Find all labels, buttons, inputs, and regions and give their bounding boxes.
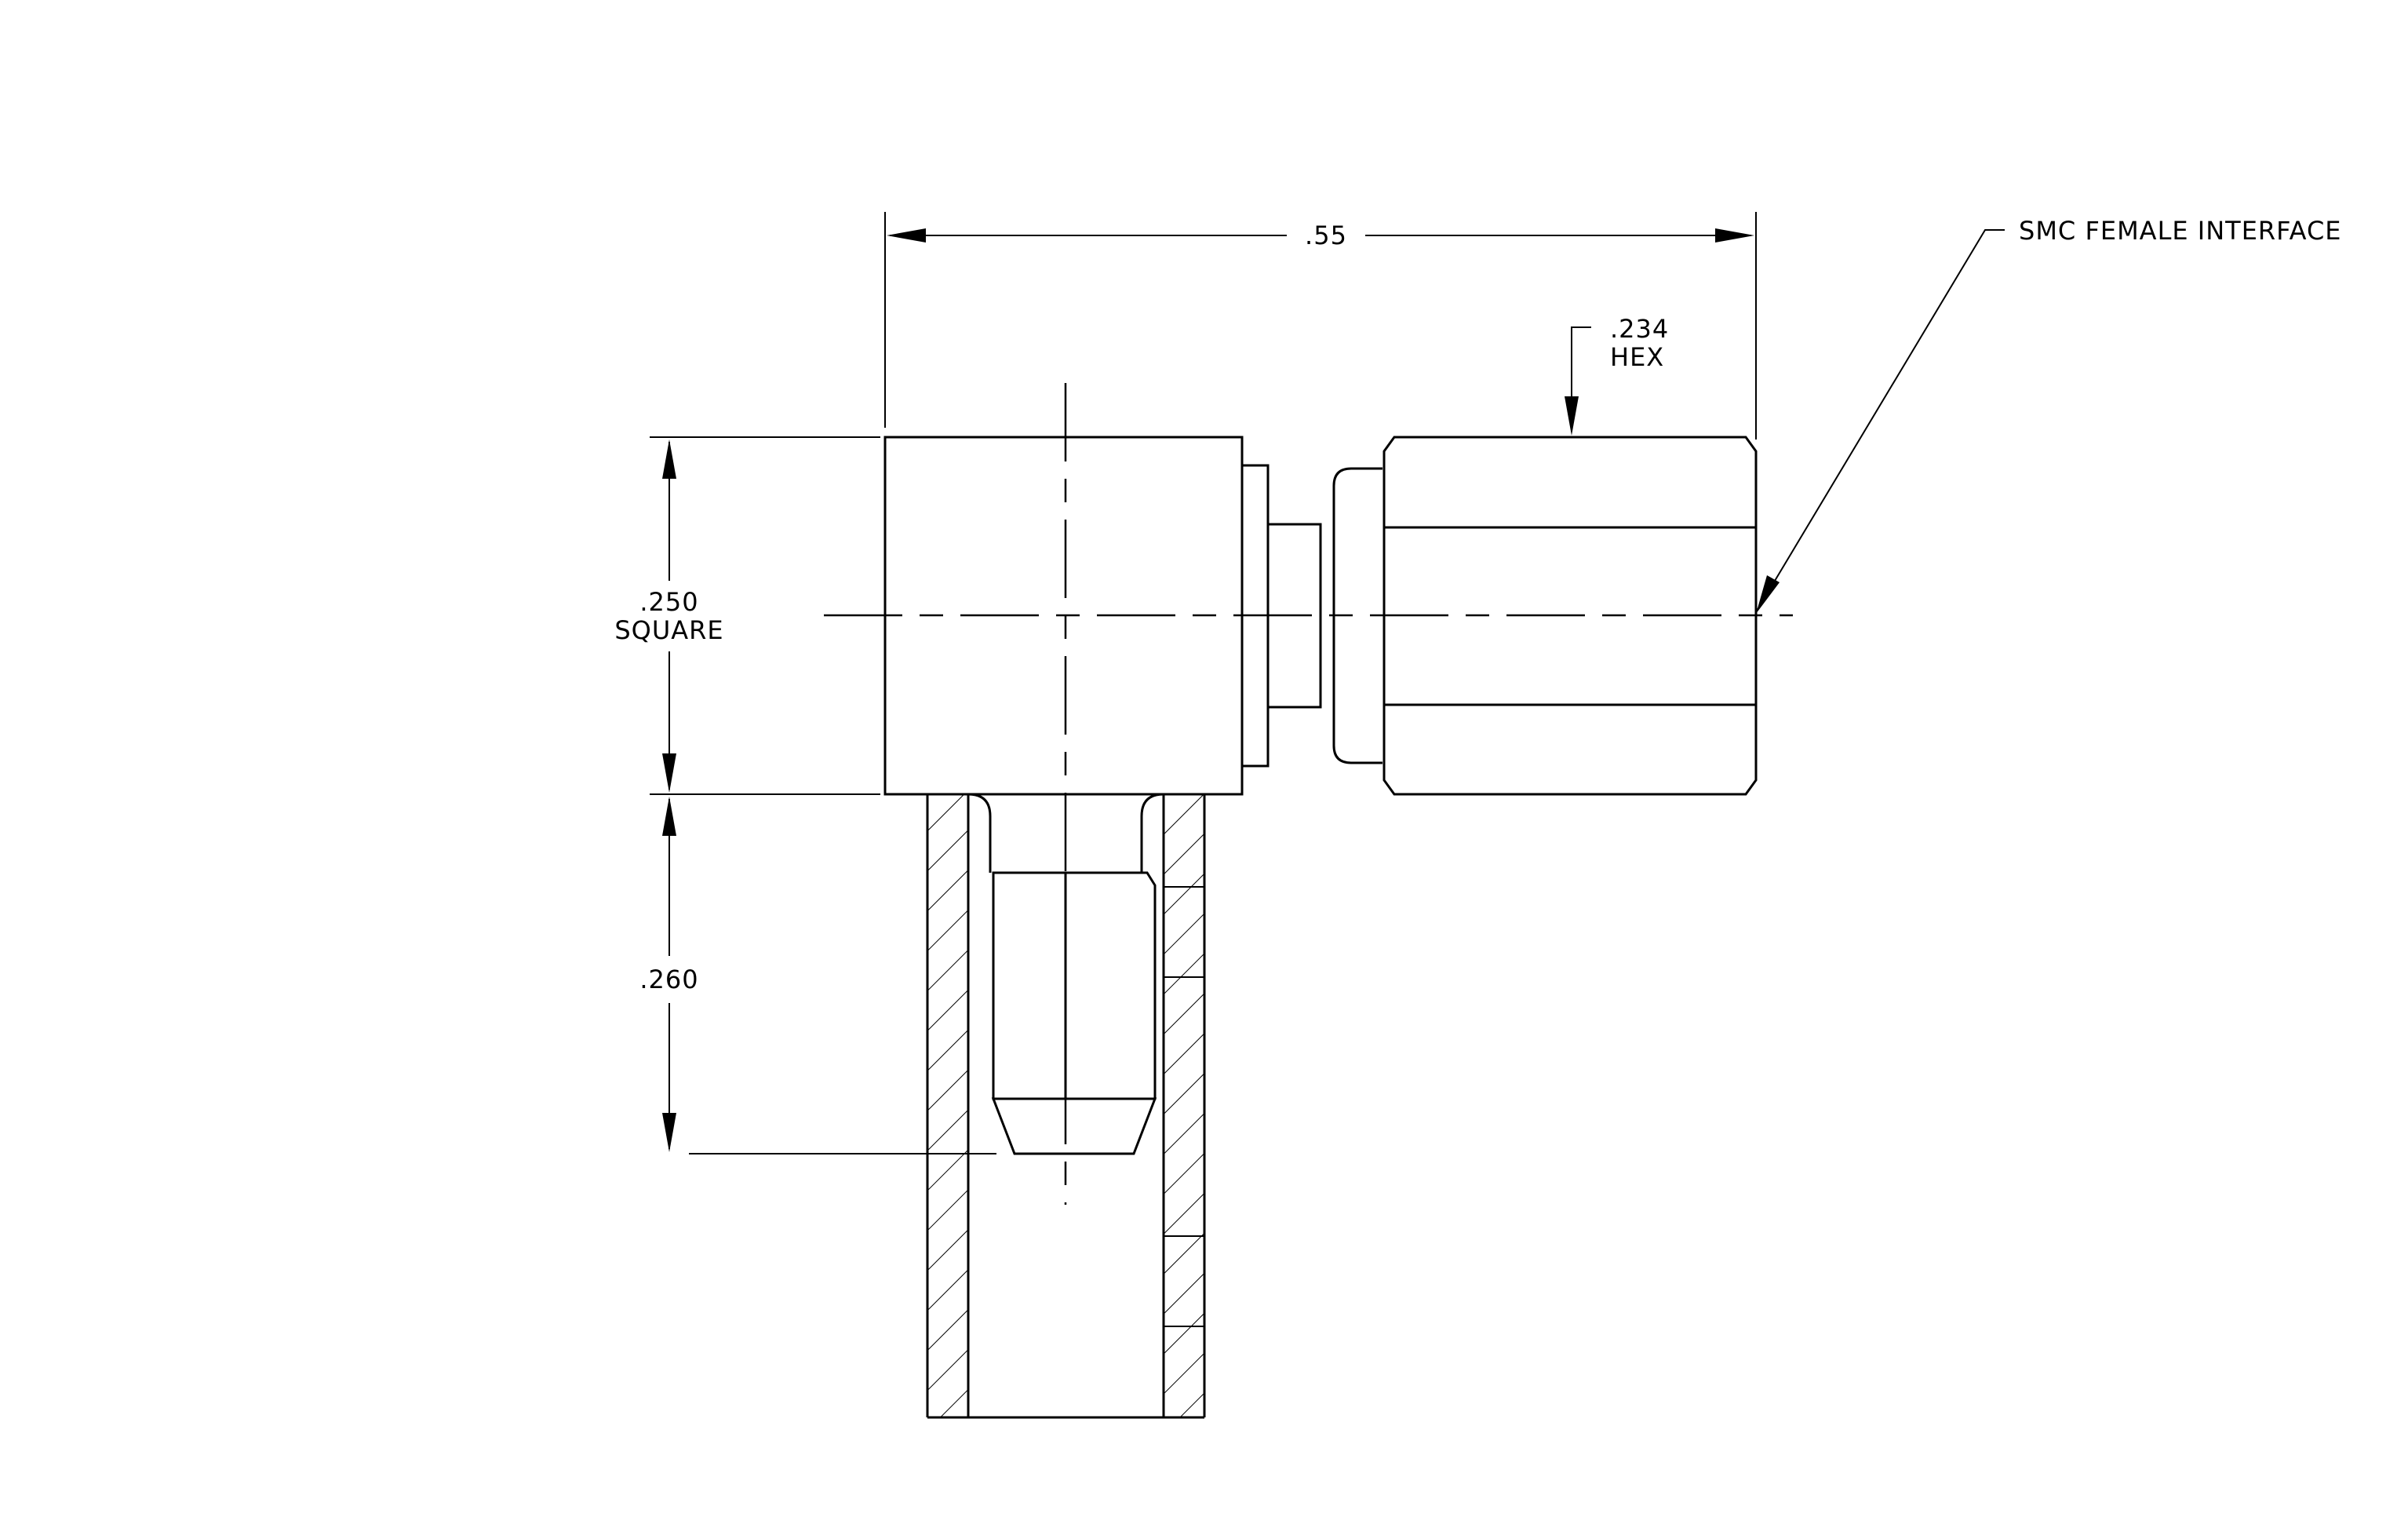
dim-width-label: .55 [1305,221,1347,250]
dim-square-label: SQUARE [614,615,723,645]
contact-pin [992,871,1157,1100]
hex-nut [1383,436,1758,796]
interface-callout: SMC FEMALE INTERFACE [2019,216,2342,246]
dim-square-value: .250 [639,587,698,617]
pin-tip [991,1097,1157,1155]
dim-hex-label: HEX [1610,342,1664,372]
tube-wall-left [927,794,968,1417]
dim-hex-value: .234 [1610,314,1669,344]
dim-length-label: .260 [639,965,698,994]
tube-wall-right [1164,794,1204,1417]
